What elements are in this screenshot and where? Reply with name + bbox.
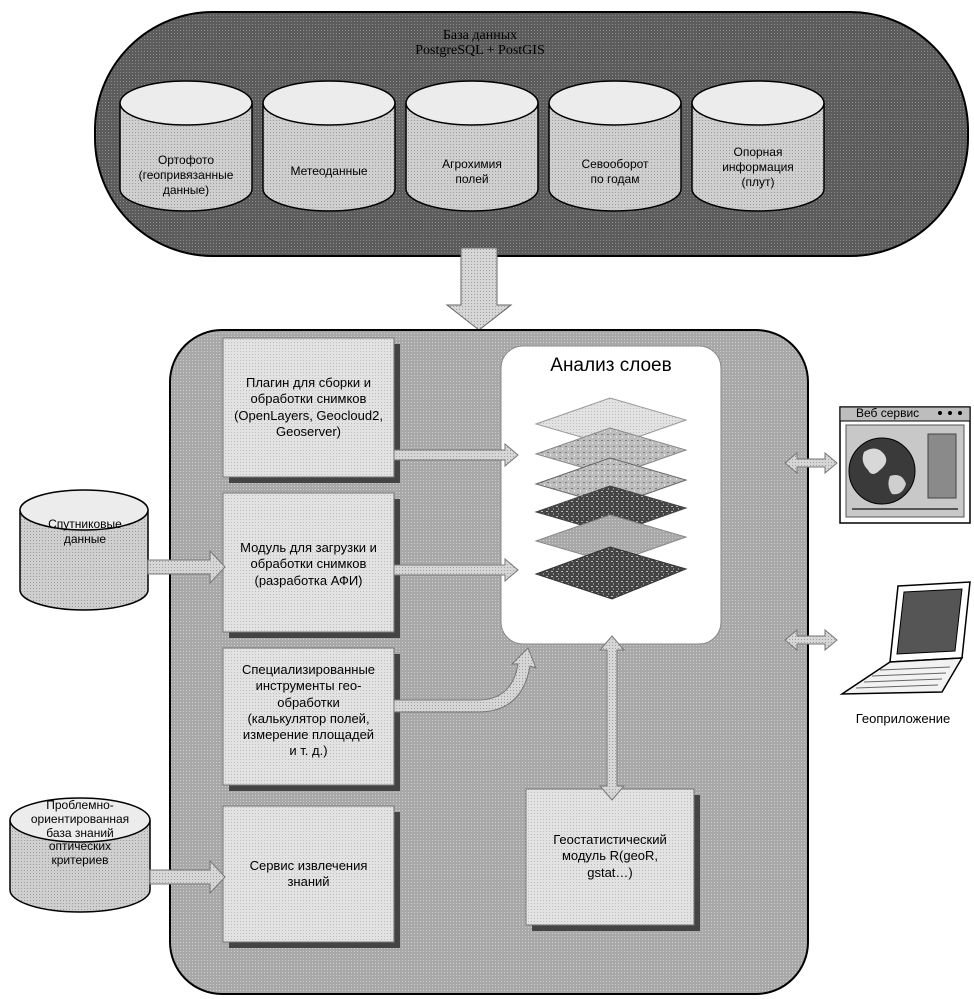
database-title-line1: База данных: [442, 28, 518, 43]
arrow-geostat-analysis: [598, 635, 626, 801]
arrow-geo-app: [784, 628, 838, 652]
db-label-agrochem: Агрохимия полей: [442, 157, 502, 186]
module-box-plugin: [222, 337, 400, 483]
db-label-orthophoto: Ортофото (геопривязанные данные): [138, 153, 234, 197]
arrow-knowledge-to-service: [149, 859, 226, 895]
module-box-geotools: [222, 647, 400, 791]
db-cylinder-meteo: [262, 80, 396, 212]
analysis-title: Анализ слоев: [550, 355, 672, 376]
gradient-bar: [927, 433, 957, 499]
layer-stack-image: [534, 397, 688, 600]
arrow-db-to-system: [445, 247, 513, 331]
geostat-label: Геостатистический модуль R(geoR, gstat…): [553, 832, 667, 880]
module-label-plugin: Плагин для сборки и обработки снимков (O…: [234, 375, 383, 439]
database-title: База данных PostgreSQL + PostGIS: [380, 28, 580, 59]
satellite-data-cylinder: [19, 489, 149, 611]
db-label-reference: Опорная информация (плут): [722, 145, 794, 189]
module-label-upload: Модуль для загрузки и обработки снимков …: [240, 540, 377, 588]
web-service-window: [839, 406, 971, 524]
laptop-icon: [839, 581, 971, 695]
arrow-plugin-to-analysis: [393, 442, 519, 468]
module-box-upload: [222, 492, 400, 638]
db-label-meteo: Метеоданные: [290, 164, 368, 178]
globe-icon: [848, 437, 916, 505]
arrow-satellite-to-upload: [147, 549, 226, 585]
db-cylinder-agrochem: [405, 80, 539, 212]
window-dot-icon: [948, 411, 952, 415]
db-cylinder-orthophoto: [119, 80, 253, 212]
geo-app-label: Геоприложение: [855, 711, 951, 726]
db-label-rotation: Севооборот по годам: [581, 157, 649, 186]
web-service-title: Веб сервис: [856, 406, 920, 420]
knowledge-base-label: Проблемно- ориентированная база знаний о…: [30, 798, 130, 868]
window-dot-icon: [958, 411, 962, 415]
database-title-line2: PostgreSQL + PostGIS: [415, 43, 545, 59]
module-label-geotools: Специализированные инструменты гео- обра…: [241, 662, 376, 759]
module-label-knowledge-service: Сервис извлечения знаний: [249, 858, 368, 890]
arrow-upload-to-analysis: [393, 557, 519, 583]
arrow-geotools-to-analysis: [393, 647, 537, 713]
db-cylinder-rotation: [548, 80, 682, 212]
db-cylinder-reference: [691, 80, 825, 212]
knowledge-base-cylinder: [9, 797, 151, 913]
module-box-knowledge-service: [222, 805, 400, 948]
arrow-web-service: [784, 451, 838, 475]
window-dot-icon: [938, 411, 942, 415]
module-box-geostat: [525, 788, 700, 931]
satellite-label: Спутниковые данные: [48, 517, 122, 546]
